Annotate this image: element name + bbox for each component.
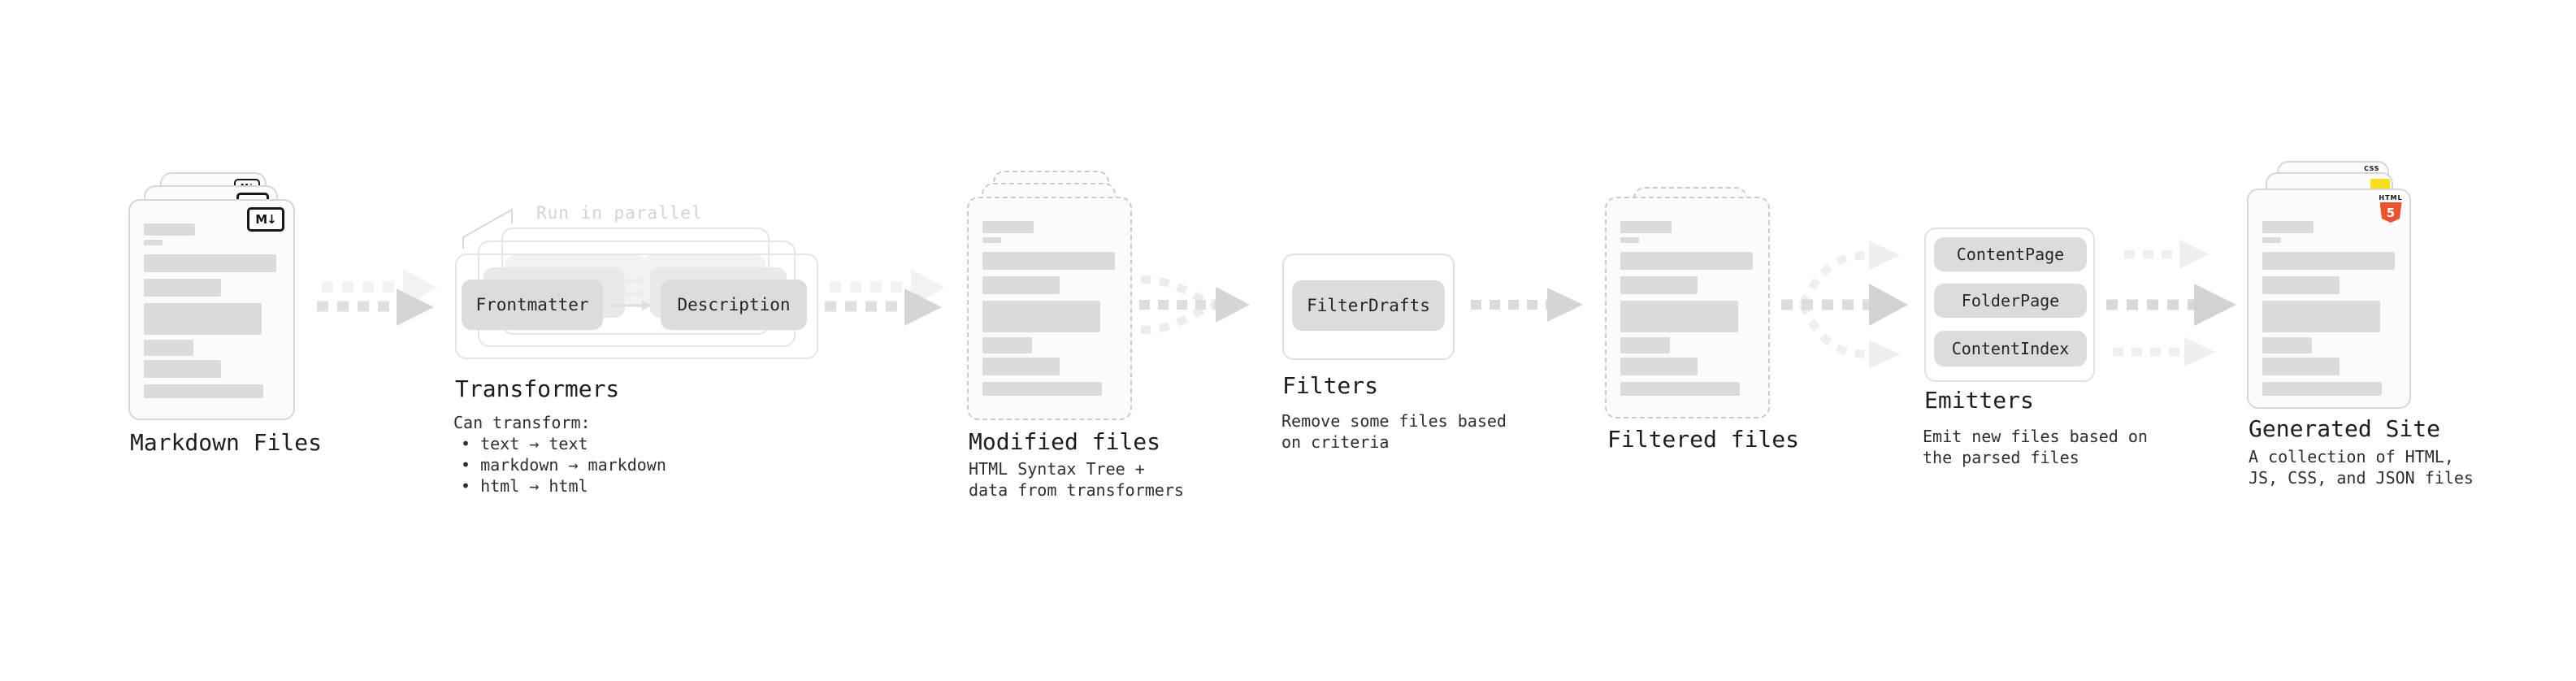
flow-arrow-icon (1471, 288, 1583, 322)
transformer-frame (455, 254, 818, 359)
caption-bullet: • text → text (461, 434, 588, 453)
skeleton-line (982, 301, 1100, 332)
node-filterdrafts: FilterDrafts (1292, 280, 1445, 331)
node-label: Frontmatter (475, 295, 589, 314)
node-contentindex: ContentIndex (1934, 331, 2087, 367)
skeleton-line (144, 360, 221, 378)
skeleton-line (144, 254, 276, 272)
stage-label: Transformers (455, 375, 620, 402)
skeleton-line (1620, 221, 1672, 233)
skeleton-line (144, 240, 163, 245)
skeleton-line (2262, 358, 2340, 375)
skeleton-line (1620, 382, 1740, 396)
flow-arrow-icon (825, 269, 945, 326)
skeleton-line (982, 276, 1060, 294)
fanout-arrow-icon (1781, 241, 1908, 369)
html5-icon-shield: 5 (2379, 202, 2402, 223)
node-contentpage: ContentPage (1934, 237, 2087, 271)
caption-line: HTML Syntax Tree + (969, 459, 1145, 479)
document-skeleton (2262, 221, 2395, 396)
stage-caption: Remove some files based on criteria (1281, 410, 1507, 453)
node-folderpage: FolderPage (1934, 284, 2087, 318)
caption-line: on criteria (1281, 432, 1390, 452)
node-label: ContentIndex (1951, 339, 2070, 358)
skeleton-line (1620, 301, 1738, 332)
skeleton-line (2262, 337, 2312, 354)
document-card (967, 197, 1132, 420)
skeleton-line (1620, 337, 1670, 354)
stage-label: Modified files (969, 428, 1161, 455)
skeleton-line (1620, 237, 1639, 243)
skeleton-line (2262, 382, 2382, 396)
skeleton-line (982, 382, 1102, 396)
node-label: Description (677, 295, 791, 314)
annotation-leader-icon (462, 208, 513, 249)
css-icon-label: CSS (2364, 165, 2379, 172)
skeleton-line (144, 223, 195, 236)
markdown-icon: M↓ (247, 207, 284, 232)
merge-arrow-icon (1139, 275, 1250, 334)
node-arrows-icon (610, 276, 652, 310)
skeleton-line (982, 221, 1034, 233)
caption-line: Emit new files based on (1923, 427, 2148, 446)
caption-line: Can transform: (453, 413, 591, 432)
document-skeleton (144, 223, 276, 398)
caption-line: JS, CSS, and JSON files (2249, 468, 2474, 488)
skeleton-line (2262, 252, 2395, 270)
document-card (1605, 197, 1770, 419)
skeleton-line (144, 303, 262, 335)
skeleton-line (2262, 301, 2380, 332)
caption-line: Remove some files based (1281, 411, 1507, 431)
caption-bullet: • html → html (461, 476, 588, 496)
stage-caption: Can transform: • text → text • markdown … (453, 412, 666, 497)
skeleton-line (144, 384, 263, 398)
node-frontmatter: Frontmatter (462, 280, 603, 330)
skeleton-line (1620, 358, 1698, 375)
html5-icon-number: 5 (2386, 205, 2396, 220)
document-card: HTML 5 (2247, 189, 2411, 409)
skeleton-line (2262, 276, 2340, 294)
caption-line: A collection of HTML, (2249, 447, 2454, 466)
skeleton-line (982, 252, 1115, 270)
stage-label: Markdown Files (130, 429, 323, 456)
caption-line: the parsed files (1923, 448, 2079, 467)
html5-icon-label: HTML (2379, 194, 2403, 202)
flow-arrow-icon (317, 269, 437, 326)
stage-label: Emitters (1924, 387, 2034, 414)
node-label: ContentPage (1956, 245, 2065, 264)
node-label: FilterDrafts (1307, 296, 1430, 315)
stage-label: Generated Site (2249, 415, 2441, 442)
stage-caption: HTML Syntax Tree + data from transformer… (969, 458, 1184, 501)
skeleton-line (144, 279, 221, 297)
skeleton-line (144, 340, 193, 356)
node-description: Description (661, 280, 807, 330)
skeleton-line (982, 337, 1032, 354)
parallel-annotation: Run in parallel (536, 203, 703, 223)
caption-line: data from transformers (969, 480, 1184, 500)
emit-arrows-icon (2106, 240, 2236, 367)
stage-caption: Emit new files based on the parsed files (1923, 426, 2148, 468)
skeleton-line (2262, 221, 2314, 233)
skeleton-line (982, 358, 1060, 375)
stage-caption: A collection of HTML, JS, CSS, and JSON … (2249, 446, 2474, 488)
caption-bullet: • markdown → markdown (461, 455, 666, 475)
skeleton-line (982, 237, 1001, 243)
skeleton-line (1620, 252, 1753, 270)
skeleton-line (2262, 237, 2281, 243)
document-skeleton (982, 221, 1115, 396)
skeleton-line (1620, 276, 1698, 294)
js-icon (2370, 179, 2390, 189)
document-skeleton (1620, 221, 1753, 396)
stage-label: Filtered files (1607, 426, 1800, 453)
stage-label: Filters (1282, 372, 1379, 399)
node-label: FolderPage (1961, 291, 2060, 310)
html5-icon: HTML 5 (2379, 194, 2403, 223)
document-card: M↓ (128, 199, 295, 420)
filters-frame (1282, 254, 1455, 360)
